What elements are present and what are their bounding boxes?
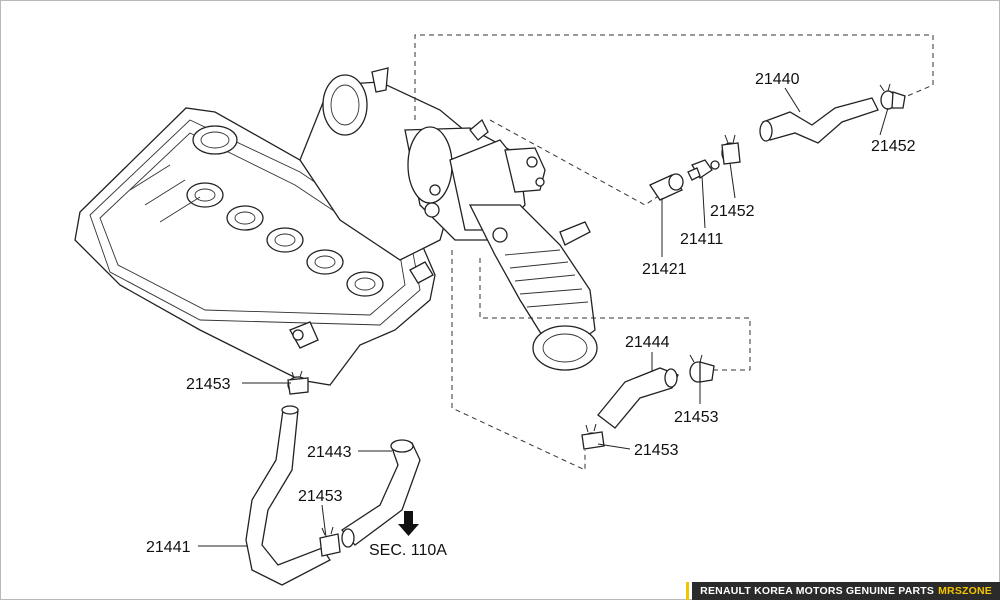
clip-21453-left (287, 370, 309, 395)
callout-leader-lines (198, 87, 889, 547)
callout-labels: 21440 21452 21452 21411 21421 21444 2145… (146, 71, 916, 559)
sec-reference: SEC. 110A (369, 542, 447, 559)
callout-21444: 21444 (625, 334, 670, 351)
callout-21411: 21411 (680, 231, 723, 248)
banner-accent-bar (686, 582, 690, 600)
callout-21443: 21443 (307, 444, 352, 461)
callout-21421: 21421 (642, 261, 687, 278)
callout-21453-lower: 21453 (634, 442, 679, 459)
clip-21453-bottom (319, 526, 341, 557)
callout-21440: 21440 (755, 71, 800, 88)
callout-21453-bottom: 21453 (298, 488, 343, 505)
banner-accent-text: MRSZONE (938, 585, 992, 597)
callout-21441: 21441 (146, 539, 191, 556)
banner-main-text: RENAULT KOREA MOTORS GENUINE PARTS (700, 585, 935, 597)
throttle-body-illustration (299, 67, 598, 371)
clip-21452-mid (721, 134, 741, 165)
grommet-21421 (649, 173, 684, 201)
callout-21452-mid: 21452 (710, 203, 755, 220)
engine-cover-illustration (74, 107, 436, 386)
hose-21443 (341, 439, 421, 548)
clip-21453-right (689, 354, 715, 383)
callout-21453-right: 21453 (674, 409, 719, 426)
hose-21440 (759, 97, 879, 144)
clip-21453-lower (581, 423, 605, 450)
dashed-leader-lines (414, 34, 934, 471)
hose-21444 (597, 367, 679, 429)
callout-21453-left: 21453 (186, 376, 231, 393)
brand-banner: RENAULT KOREA MOTORS GENUINE PARTS MRSZO… (686, 582, 1000, 600)
callout-21452-top: 21452 (871, 138, 916, 155)
sec-arrow-icon (398, 511, 419, 536)
valve-21411 (687, 159, 720, 181)
clip-21452-top (879, 83, 906, 110)
